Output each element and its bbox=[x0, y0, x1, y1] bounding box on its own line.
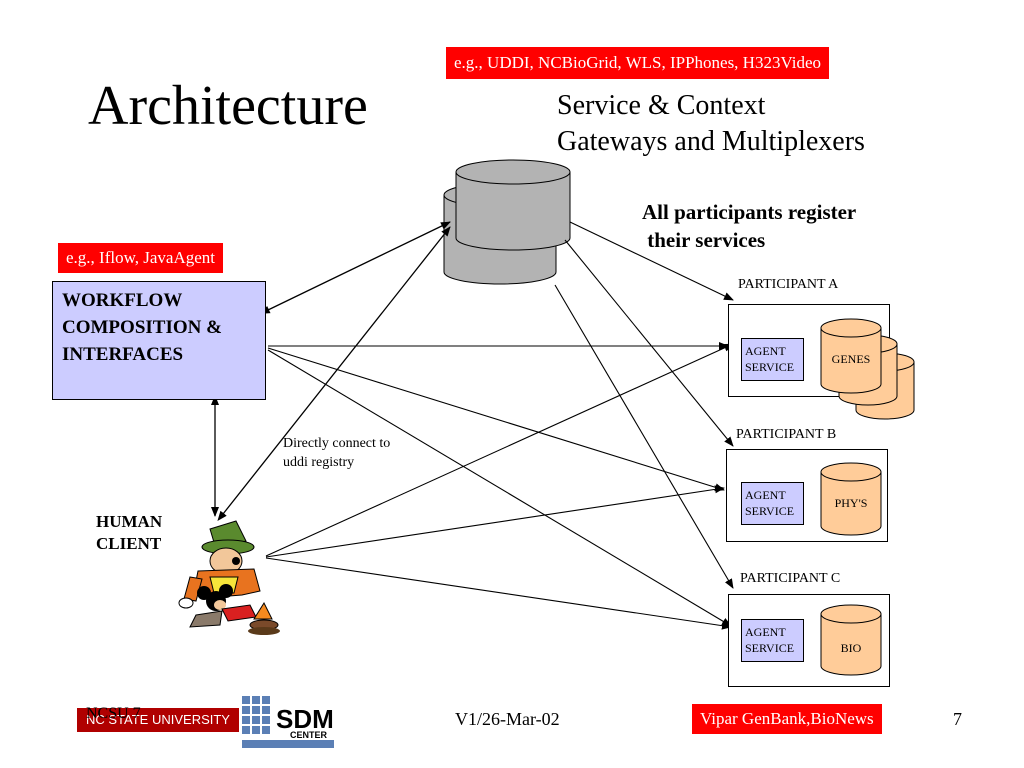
participant-c-database-icon bbox=[820, 604, 882, 676]
footer-overlay-text: NCSU 7 bbox=[86, 705, 141, 722]
slide-title: Architecture bbox=[88, 75, 368, 137]
footer-date: V1/26-Mar-02 bbox=[455, 709, 560, 729]
workflow-participant-c-arrow bbox=[267, 349, 732, 627]
participant-b-database-icon bbox=[820, 462, 882, 536]
direct-connect-note: Directly connect to uddi registry bbox=[283, 436, 391, 470]
sdm-logo-subtext: CENTER bbox=[290, 730, 328, 740]
participant-a-database-icon bbox=[820, 318, 915, 420]
participant-b-agent-service: AGENT SERVICE bbox=[741, 482, 804, 525]
participant-a-agent-service: AGENT SERVICE bbox=[741, 338, 804, 381]
cartoon-mascot-icon bbox=[178, 520, 280, 635]
workflow-label: WORKFLOW COMPOSITION & INTERFACES bbox=[62, 290, 222, 365]
human-client-label: HUMAN CLIENT bbox=[96, 512, 163, 553]
human-participant-a-arrow bbox=[265, 343, 734, 557]
gateway-participant-a-arrow bbox=[569, 221, 734, 301]
participant-c-label: PARTICIPANT C bbox=[740, 571, 841, 586]
participant-a-db-label: GENES bbox=[831, 352, 871, 366]
workflow-participant-b-arrow bbox=[267, 347, 725, 492]
workflow-gateway-arrow bbox=[259, 221, 451, 314]
participant-c-db-label: BIO bbox=[840, 641, 862, 655]
gateway-participant-b-arrow bbox=[564, 239, 734, 447]
participant-b-label: PARTICIPANT B bbox=[736, 427, 837, 442]
human-gateway-arrow bbox=[217, 226, 451, 522]
top-example-tag: e.g., UDDI, NCBioGrid, WLS, IPPhones, H3… bbox=[446, 47, 829, 79]
gateway-database-icon bbox=[443, 159, 571, 285]
page-number: 7 bbox=[953, 709, 962, 729]
bottom-example-tag: Vipar GenBank,BioNews bbox=[692, 704, 882, 734]
workflow-box bbox=[52, 281, 266, 400]
gateway-participant-c-arrow bbox=[554, 284, 734, 589]
ncsu-logo: NC STATE UNIVERSITY bbox=[77, 708, 239, 732]
participant-a-label: PARTICIPANT A bbox=[738, 277, 839, 292]
gateway-heading: Service & Context Gateways and Multiplex… bbox=[557, 90, 865, 157]
participant-b-db-label: PHY'S bbox=[834, 496, 868, 510]
sdm-logo-text: SDM bbox=[276, 704, 334, 734]
sdm-center-logo: SDM CENTER bbox=[242, 696, 334, 748]
left-example-tag: e.g., Iflow, JavaAgent bbox=[58, 243, 224, 273]
human-participant-c-arrow bbox=[265, 557, 732, 630]
human-participant-b-arrow bbox=[265, 485, 725, 558]
register-note: All participants register their services bbox=[642, 200, 857, 252]
participant-c-agent-service: AGENT SERVICE bbox=[741, 619, 804, 662]
